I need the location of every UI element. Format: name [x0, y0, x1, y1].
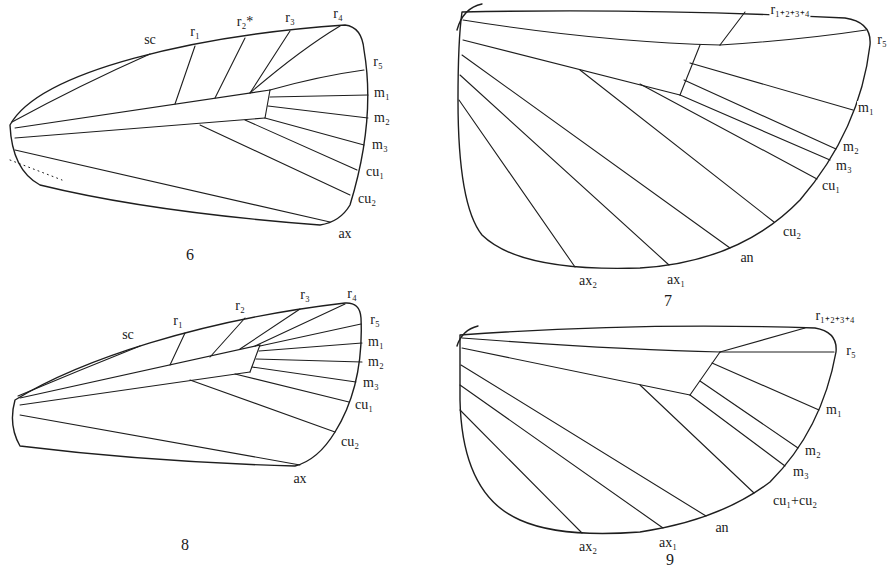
vein-label: cu₁	[821, 179, 841, 193]
vein-label: m₂	[367, 355, 385, 369]
vein-label: m₂	[842, 140, 860, 154]
vein-label: cu₂	[340, 435, 360, 449]
vein-label: m₁	[373, 86, 391, 100]
vein-label: cu₁+cu₂	[772, 494, 818, 508]
vein-label: r₃	[284, 11, 296, 25]
vein-label: m₃	[371, 138, 389, 152]
figure-number: 6	[185, 247, 195, 263]
vein-label: ax₂	[578, 274, 598, 288]
hindwing-9	[457, 326, 836, 534]
vein-label: r₁₊₂₊₃₊₄	[814, 309, 855, 323]
vein-label: r₄	[346, 287, 358, 301]
vein-label: m₂	[373, 111, 391, 125]
vein-label: sc	[121, 328, 135, 342]
vein-label: r₅	[876, 33, 888, 47]
vein-label: m₃	[362, 376, 380, 390]
vein-label: cu₂	[357, 192, 377, 206]
vein-label: cu₁	[354, 398, 374, 412]
vein-label: m₂	[804, 444, 822, 458]
hindwing-7	[457, 4, 870, 268]
vein-label: r₅	[372, 55, 384, 69]
vein-label: ax₂	[578, 540, 598, 554]
vein-label: m₁	[367, 335, 385, 349]
vein-label: r₅	[845, 344, 857, 358]
vein-label: r₄	[332, 7, 344, 21]
vein-label: m₃	[792, 465, 810, 479]
vein-label: ax₁	[666, 273, 686, 287]
vein-label: r₂	[234, 299, 246, 313]
vein-label: m₁	[825, 403, 843, 417]
vein-label: cu₁	[365, 165, 385, 179]
vein-label: m₁	[857, 101, 875, 115]
figure-number: 7	[663, 293, 673, 309]
vein-label: r₃	[299, 288, 311, 302]
figure-number: 8	[180, 537, 190, 553]
vein-label: r₁₊₂₊₃₊₄	[769, 3, 810, 17]
vein-label: an	[739, 251, 754, 265]
vein-label: m₃	[835, 159, 853, 173]
forewing-8	[12, 303, 362, 466]
vein-label: ax	[337, 227, 352, 241]
vein-label: ax	[292, 472, 307, 486]
figure-number: 9	[665, 552, 675, 568]
vein-label: cu₂	[782, 225, 802, 239]
vein-label: an	[714, 521, 729, 535]
vein-label: r₁	[189, 25, 201, 39]
vein-label: sc	[143, 33, 157, 47]
forewing-6	[10, 25, 368, 225]
vein-label: r₅	[369, 313, 381, 327]
vein-label: r₂*	[236, 15, 255, 29]
vein-label: ax₁	[658, 536, 678, 550]
vein-label: r₁	[172, 314, 184, 328]
